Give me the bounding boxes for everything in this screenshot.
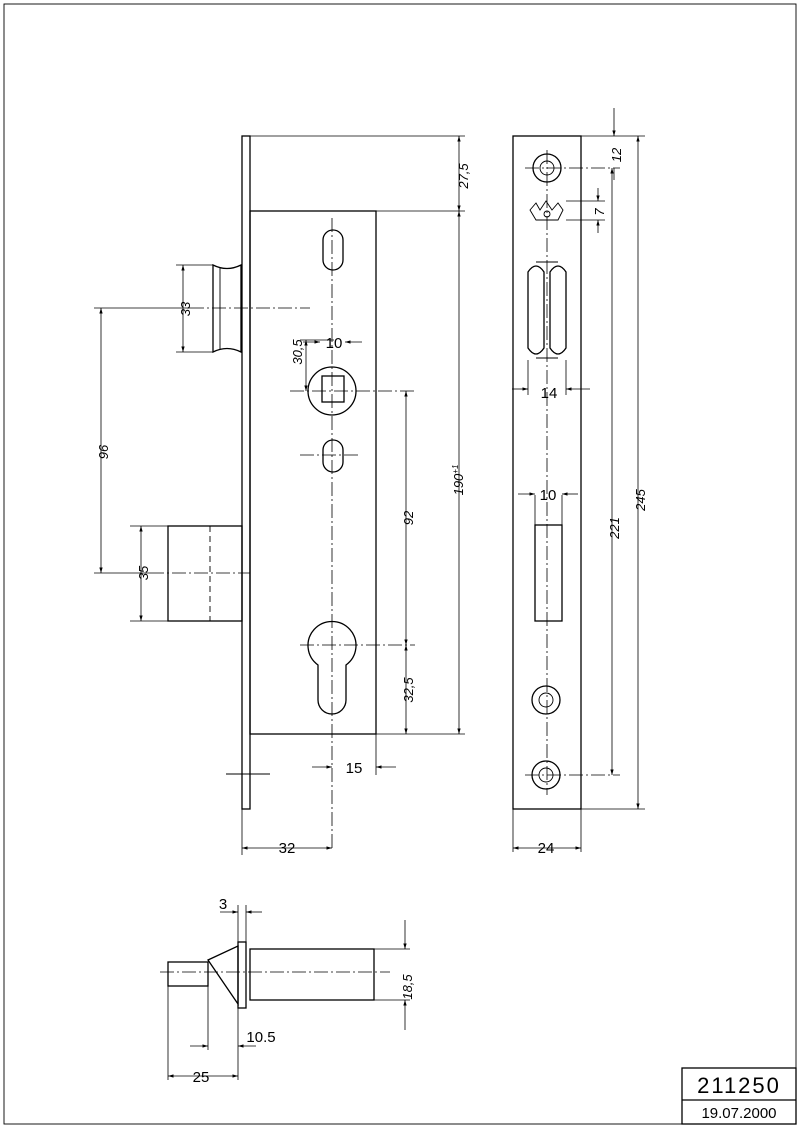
title-block: 211250 19.07.2000 [681,1067,797,1125]
dim-bolt-slot-width: 10 [540,487,557,504]
dim-faceplate-width: 24 [538,840,555,857]
dim-bolt-spacing: 96 [96,444,111,459]
cylinder-hole [307,620,357,715]
latch-side [212,263,242,354]
plate-top [237,941,247,1009]
drawing-date: 19.07.2000 [701,1105,776,1122]
screw-hole-middle [531,685,561,715]
faceplate-front [512,135,582,810]
dim-latch-height: 33 [178,301,193,316]
part-number: 211250 [697,1073,781,1098]
dim-spindle-to-cylinder: 92 [401,510,416,525]
dim-plate-thickness: 3 [219,896,227,913]
faceplate-side [241,135,251,810]
top-view: 3 18,5 10.5 25 [160,896,415,1086]
side-view: 27,5 33 35 96 30,5 10 92 32,5 190+1 15 3… [94,135,471,857]
dim-backset: 32 [279,840,296,857]
dim-bolt-height: 35 [136,565,151,580]
dim-cylinder-to-bottom: 32,5 [401,677,416,703]
upper-slot [322,229,344,271]
dim-crown-mark: 7 [592,208,607,216]
bolt-slot-front [534,524,563,622]
lock-case [249,210,377,735]
dim-top-offset: 27,5 [456,163,471,190]
dim-latch-projection: 10.5 [246,1029,275,1046]
dim-spindle-to-top: 30,5 [290,339,305,365]
dim-latch-slot-width: 14 [541,385,558,402]
dim-square-width: 10 [326,335,343,352]
dim-screw-spacing: 221 [607,517,622,540]
lower-slot [322,439,344,473]
front-view: 12 7 14 10 221 245 24 [512,108,648,857]
latch-stub-top [167,961,209,987]
dim-backset-offset: 15 [346,760,363,777]
dim-faceplate-length: 245 [633,488,648,511]
bolt-body-top [249,948,375,1001]
latch-bevel-top [207,944,239,1007]
sheet-border [3,3,797,1125]
dim-bolt-throw: 25 [193,1069,210,1086]
square-spindle-hole [321,375,345,403]
dim-screw-top: 12 [609,147,624,162]
deadbolt-side [167,525,243,622]
dim-latch-height-top: 18,5 [400,974,415,1000]
dim-body-height: 190+1 [451,465,466,496]
